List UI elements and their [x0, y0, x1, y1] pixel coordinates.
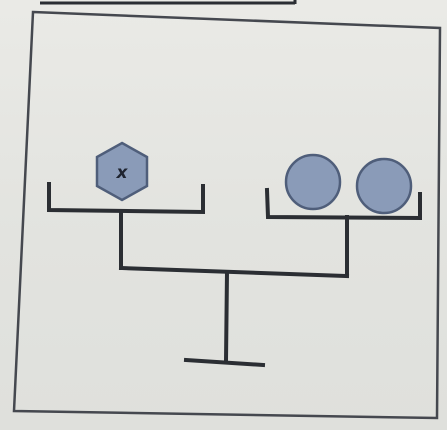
balance-scale: [47, 182, 422, 368]
scale-base: [183, 357, 266, 368]
right-pan: [264, 187, 422, 221]
top-strip: [40, 0, 297, 5]
hexagon-icon: x: [95, 141, 149, 202]
scale-stem: [223, 269, 230, 364]
unknown-variable-label: x: [116, 163, 129, 183]
balance-beam: [118, 265, 350, 279]
circle-icon: [284, 153, 342, 211]
diagram-frame: [12, 10, 442, 420]
left-pan: [47, 182, 205, 215]
circle-icon: [355, 157, 413, 215]
